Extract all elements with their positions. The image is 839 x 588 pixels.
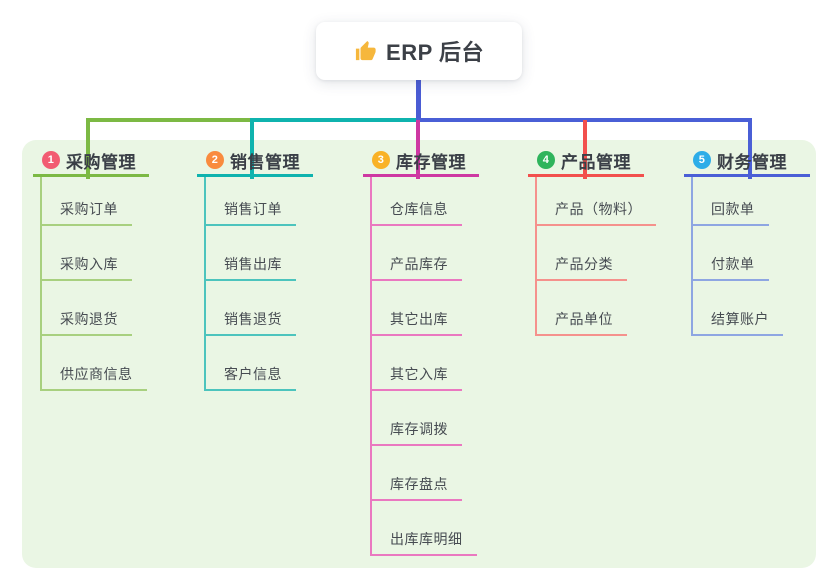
branch-number-badge: 3 [372,151,390,169]
branch-topic-node[interactable]: 4 产品管理 [528,146,644,177]
thumbs-up-icon [354,40,377,63]
child-topic-node[interactable]: 产品库存 [372,226,462,281]
child-topic-node[interactable]: 销售退货 [206,281,296,336]
branch: 2 销售管理 销售订单销售出库销售退货客户信息 [197,146,313,391]
child-topic-node[interactable]: 出库库明细 [372,501,477,556]
group-panel [22,140,816,568]
branch-connector-horizontal [86,118,254,122]
branch-topic-label: 销售管理 [230,152,300,172]
branch-children: 产品（物料）产品分类产品单位 [535,177,656,336]
child-topic-node[interactable]: 产品分类 [537,226,627,281]
child-topic-node[interactable]: 采购退货 [42,281,132,336]
root-topic-label: ERP 后台 [386,40,484,65]
branch: 4 产品管理 产品（物料）产品分类产品单位 [528,146,656,336]
branch-topic-label: 产品管理 [561,152,631,172]
child-topic-node[interactable]: 回款单 [693,177,769,226]
branch-topic-node[interactable]: 5 财务管理 [684,146,810,177]
branch-connector-drop [583,120,587,179]
branch-number-badge: 2 [206,151,224,169]
branch-number-badge: 4 [537,151,555,169]
child-topic-node[interactable]: 结算账户 [693,281,783,336]
child-topic-node[interactable]: 产品单位 [537,281,627,336]
child-topic-node[interactable]: 其它出库 [372,281,462,336]
branch-topic-node[interactable]: 2 销售管理 [197,146,313,177]
branch: 5 财务管理 回款单付款单结算账户 [684,146,810,336]
branch-number-badge: 5 [693,151,711,169]
branch-connector-drop [748,120,752,179]
branch-children: 销售订单销售出库销售退货客户信息 [204,177,296,391]
branch-connector-drop [250,120,254,179]
branch-topic-label: 库存管理 [396,152,466,172]
child-topic-node[interactable]: 销售出库 [206,226,296,281]
branch: 3 库存管理 仓库信息产品库存其它出库其它入库库存调拨库存盘点出库库明细 [363,146,479,556]
branch-children: 回款单付款单结算账户 [691,177,783,336]
branch-topic-label: 财务管理 [717,152,787,172]
child-topic-node[interactable]: 库存盘点 [372,446,462,501]
child-topic-node[interactable]: 供应商信息 [42,336,147,391]
root-topic-node[interactable]: ERP 后台 [316,22,522,80]
child-topic-node[interactable]: 销售订单 [206,177,296,226]
child-topic-node[interactable]: 库存调拨 [372,391,462,446]
branch-children: 采购订单采购入库采购退货供应商信息 [40,177,147,391]
branch-connector-drop [416,120,420,179]
branch-children: 仓库信息产品库存其它出库其它入库库存调拨库存盘点出库库明细 [370,177,477,556]
child-topic-node[interactable]: 客户信息 [206,336,296,391]
branch-topic-node[interactable]: 1 采购管理 [33,146,149,177]
branch-topic-label: 采购管理 [66,152,136,172]
branch-connector-horizontal [250,118,420,122]
child-topic-node[interactable]: 其它入库 [372,336,462,391]
branch-connector-drop [86,120,90,179]
child-topic-node[interactable]: 仓库信息 [372,177,462,226]
branch-number-badge: 1 [42,151,60,169]
trunk-connector [416,78,421,122]
child-topic-node[interactable]: 付款单 [693,226,769,281]
child-topic-node[interactable]: 采购入库 [42,226,132,281]
child-topic-node[interactable]: 产品（物料） [537,177,656,226]
child-topic-node[interactable]: 采购订单 [42,177,132,226]
branch: 1 采购管理 采购订单采购入库采购退货供应商信息 [33,146,149,391]
branch-topic-node[interactable]: 3 库存管理 [363,146,479,177]
